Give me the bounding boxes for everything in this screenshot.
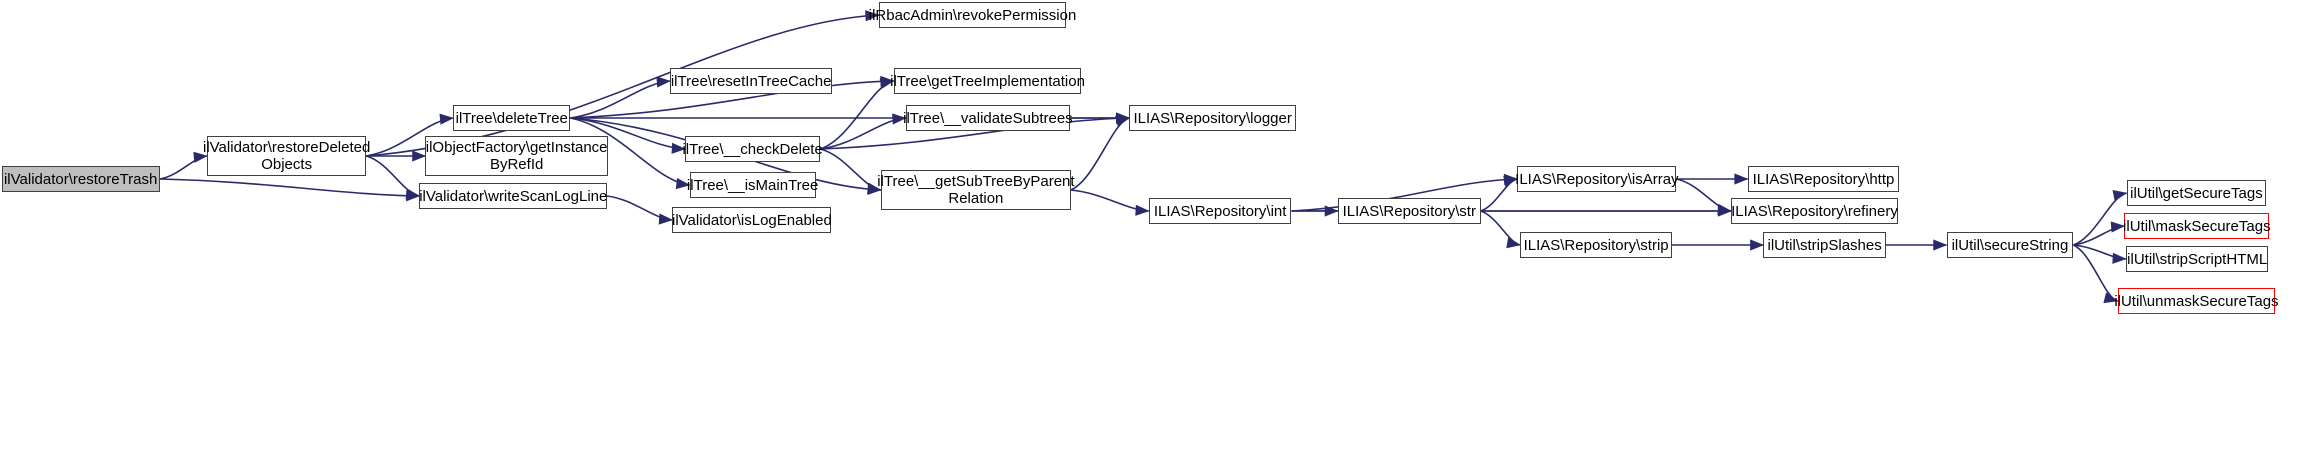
edge-restoreTrash-to-restoreDeleted	[159, 151, 208, 180]
graph-node-getTreeImpl[interactable]: ilTree\getTreeImplementation	[890, 68, 1085, 94]
edge-secureString-to-unmaskSecureTags	[2072, 244, 2119, 304]
graph-node-unmaskSecureTags[interactable]: ilUtil\unmaskSecureTags	[2114, 288, 2279, 314]
graph-node-resetInTreeCache[interactable]: ilTree\resetInTreeCache	[670, 68, 833, 94]
graph-node-getSecureTags[interactable]: ilUtil\getSecureTags	[2126, 180, 2267, 206]
graph-node-checkDelete[interactable]: ilTree\__checkDelete	[682, 136, 823, 162]
graph-node-deleteTree[interactable]: ilTree\deleteTree	[453, 105, 571, 131]
graph-node-restoreTrash[interactable]: ilValidator\restoreTrash	[1, 166, 160, 192]
graph-node-str[interactable]: ILIAS\Repository\str	[1337, 198, 1481, 224]
graph-node-isLogEnabled[interactable]: ilValidator\isLogEnabled	[672, 207, 832, 233]
graph-node-maskSecureTags[interactable]: ilUtil\maskSecureTags	[2123, 213, 2271, 239]
edge-secureString-to-getSecureTags	[2073, 190, 2128, 246]
edge-deleteTree-to-resetInTreeCache	[570, 76, 671, 119]
edge-restoreTrash-to-writeScanLogLine	[159, 178, 421, 202]
edge-int-to-isArray	[1291, 173, 1519, 212]
graph-node-getSubTreeByParent[interactable]: ilTree\__getSubTreeByParent Relation	[877, 170, 1075, 210]
edge-checkDelete-to-validateSubtrees	[820, 113, 907, 150]
edge-secureString-to-stripScriptHTML	[2073, 244, 2127, 264]
edge-str-to-strip	[1480, 210, 1522, 249]
graph-node-restoreDeleted[interactable]: ilValidator\restoreDeleted Objects	[203, 136, 370, 176]
graph-node-refinery[interactable]: ILIAS\Repository\refinery	[1731, 198, 1898, 224]
graph-node-secureString[interactable]: ilUtil\secureString	[1946, 232, 2074, 258]
edge-getSubTreeByParent-to-logger	[1070, 115, 1131, 191]
graph-node-writeScanLogLine[interactable]: ilValidator\writeScanLogLine	[419, 183, 607, 209]
edge-deleteTree-to-getTreeImpl	[570, 75, 895, 119]
edge-getSubTreeByParent-to-int	[1070, 189, 1150, 216]
edge-writeScanLogLine-to-isLogEnabled	[606, 195, 674, 225]
graph-node-revokePermission[interactable]: ilRbacAdmin\revokePermission	[869, 2, 1076, 28]
edge-checkDelete-to-getSubTreeByParent	[820, 148, 882, 194]
edge-str-to-isArray	[1480, 175, 1519, 212]
edge-checkDelete-to-getTreeImpl	[819, 77, 895, 150]
graph-node-http[interactable]: ILIAS\Repository\http	[1747, 166, 1900, 192]
graph-node-getInstanceByRefId[interactable]: ilObjectFactory\getInstance ByRefId	[425, 136, 608, 176]
edge-checkDelete-to-logger	[820, 112, 1131, 150]
graph-node-stripSlashes[interactable]: ilUtil\stripSlashes	[1763, 232, 1886, 258]
graph-node-isMainTree[interactable]: ilTree\__isMainTree	[687, 172, 818, 198]
edge-secureString-to-maskSecureTags	[2073, 221, 2126, 246]
graph-node-isArray[interactable]: ILIAS\Repository\isArray	[1515, 166, 1679, 192]
graph-node-strip[interactable]: ILIAS\Repository\strip	[1520, 232, 1672, 258]
graph-node-stripScriptHTML[interactable]: ilUtil\stripScriptHTML	[2125, 246, 2269, 272]
edge-restoreDeleted-to-deleteTree	[366, 113, 454, 157]
graph-node-logger[interactable]: ILIAS\Repository\logger	[1129, 105, 1296, 131]
graph-node-int[interactable]: ILIAS\Repository\int	[1148, 198, 1292, 224]
edge-isArray-to-refinery	[1676, 178, 1732, 215]
edge-restoreDeleted-to-writeScanLogLine	[365, 155, 421, 200]
graph-node-validateSubtrees[interactable]: ilTree\__validateSubtrees	[903, 105, 1073, 131]
edge-deleteTree-to-isMainTree	[570, 117, 691, 190]
